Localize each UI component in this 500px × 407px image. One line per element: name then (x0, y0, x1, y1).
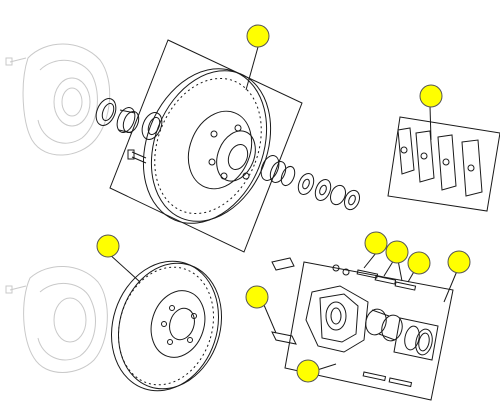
marker-brake-pads[interactable] (419, 84, 443, 108)
hub-rotor-assembly (142, 68, 272, 224)
marker-caliper-bolt-3[interactable] (407, 251, 431, 275)
piston-seal-box (393, 317, 439, 361)
brake-pads-set (397, 127, 483, 197)
anti-rattle-clips (271, 257, 297, 345)
caliper-box (284, 261, 454, 401)
inner-bearing-seal (95, 98, 117, 126)
marker-caliper-bolt-1[interactable] (364, 231, 388, 255)
marker-rotor[interactable] (96, 234, 120, 258)
caliper (305, 285, 369, 353)
hub-rotor-box (109, 39, 303, 253)
leader-lines (107, 46, 458, 372)
marker-hardware[interactable] (296, 359, 320, 383)
nut (314, 178, 332, 202)
marker-seal-kit[interactable] (447, 250, 471, 274)
marker-caliper-bolt-2[interactable] (385, 240, 409, 264)
nut-retainer (330, 184, 360, 211)
dust-shield-lower (5, 266, 108, 373)
callout-markers (96, 24, 471, 383)
washer (297, 172, 315, 196)
marker-clips[interactable] (245, 285, 269, 309)
wheel-stud (127, 149, 147, 164)
rotor (111, 260, 223, 392)
dust-shield-upper (5, 43, 111, 156)
brake-pads-box (387, 116, 500, 212)
piston (365, 308, 403, 342)
marker-hub-rotor[interactable] (246, 24, 270, 48)
outer-race (141, 112, 163, 140)
inner-bearing (116, 107, 140, 134)
slider-bolts (332, 264, 417, 388)
outer-bearing (260, 155, 296, 187)
